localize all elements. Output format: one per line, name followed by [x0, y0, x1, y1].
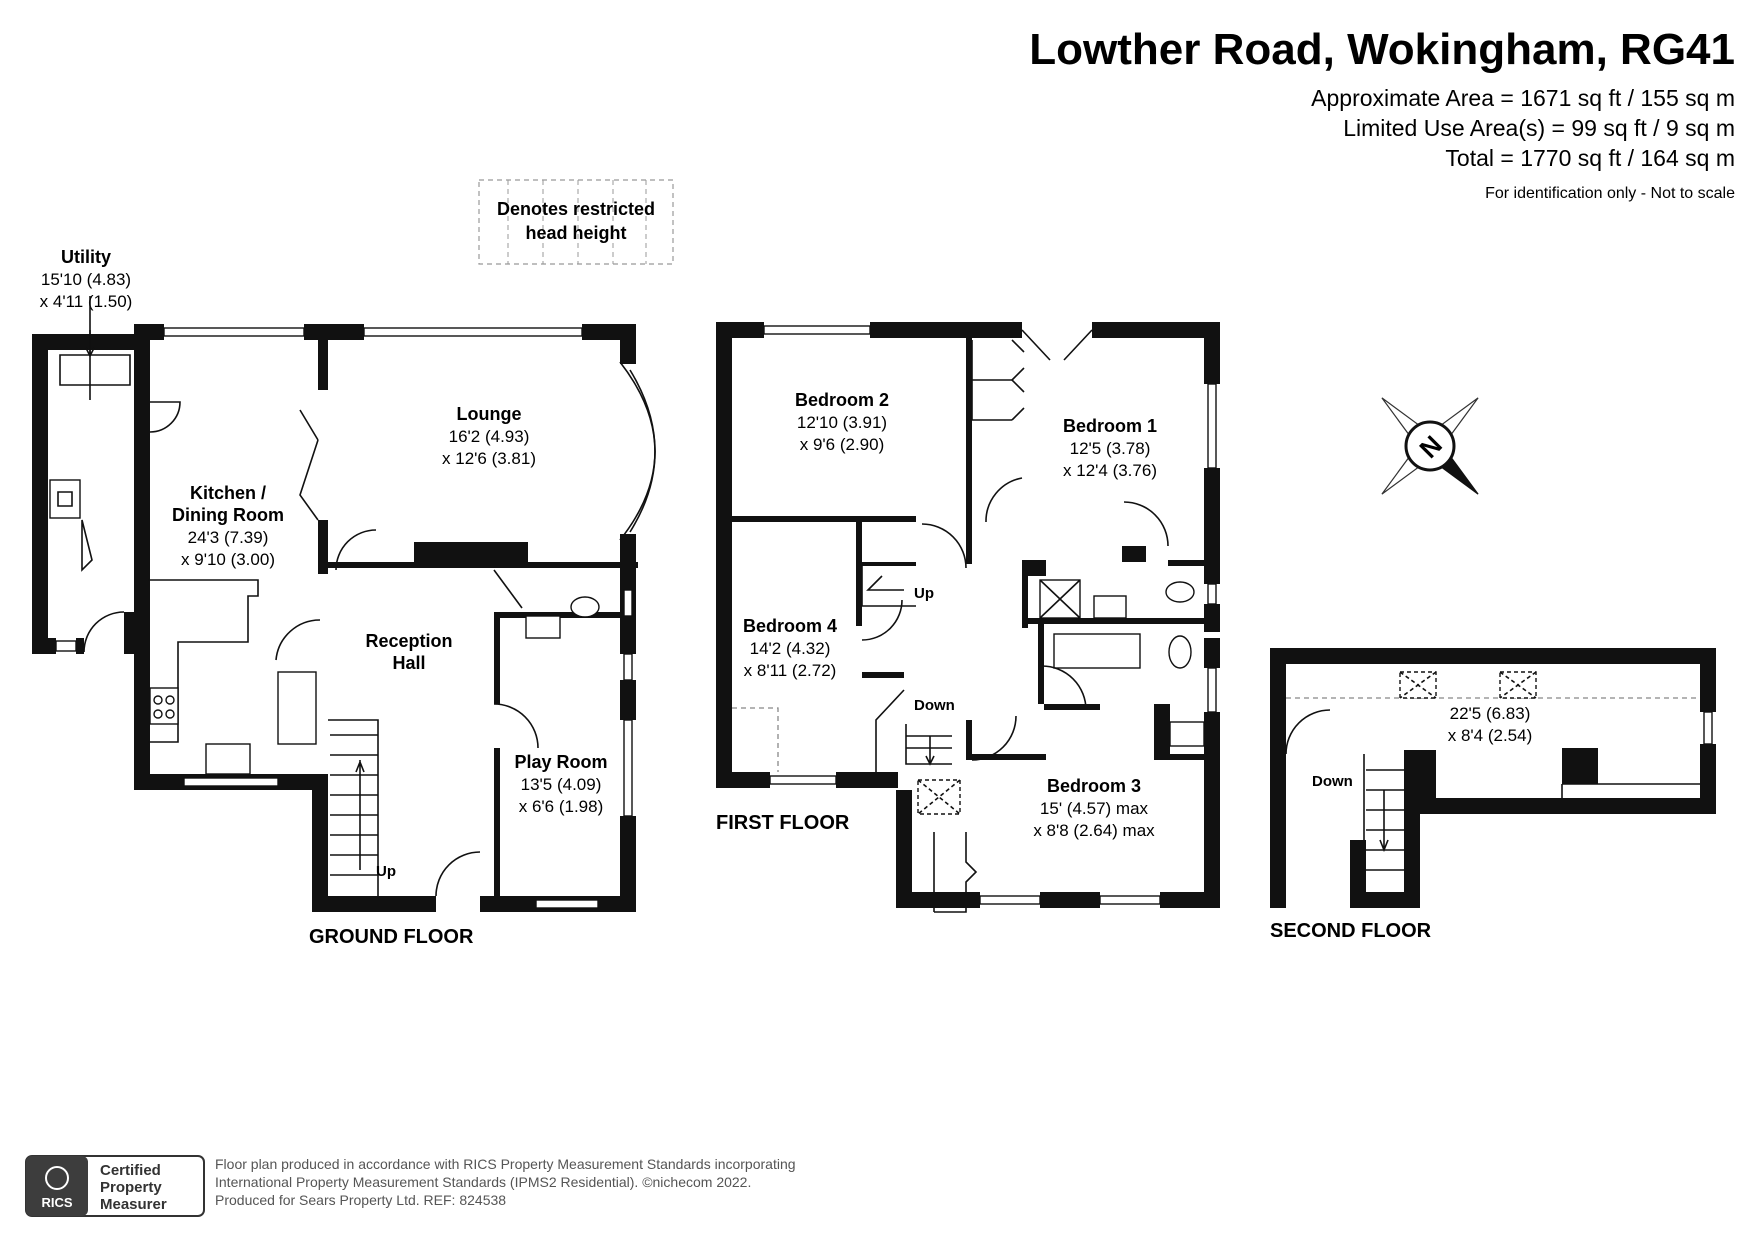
ground-stairs-up: Up [376, 863, 396, 880]
restricted-height-legend: Denotes restricted head height [478, 179, 674, 265]
kitchen-dim2: x 9'10 (3.00) [181, 550, 275, 569]
total-area: Total = 1770 sq ft / 164 sq m [1445, 145, 1735, 171]
kitchen-name-1: Kitchen / [190, 483, 266, 503]
second-floor-plan: 22'5 (6.83) x 8'4 (2.54) Down SECOND FLO… [1270, 648, 1716, 942]
loft-dim2: x 8'4 (2.54) [1448, 726, 1533, 745]
lounge-name: Lounge [457, 404, 522, 424]
kitchen-name-2: Dining Room [172, 505, 284, 525]
badge-line-1: Certified [100, 1162, 161, 1179]
limited-use-area: Limited Use Area(s) = 99 sq ft / 9 sq m [1343, 115, 1735, 141]
property-title: Lowther Road, Wokingham, RG41 [1029, 25, 1735, 74]
utility-dim2: x 4'11 (1.50) [40, 292, 133, 311]
second-stairs-down: Down [1312, 773, 1353, 790]
rics-abbr: RICS [41, 1195, 72, 1210]
reception-name-1: Reception [365, 631, 452, 651]
first-stairs-up: Up [914, 585, 934, 602]
playroom-dim1: 13'5 (4.09) [521, 775, 602, 794]
footer-line-3: Produced for Sears Property Ltd. REF: 82… [215, 1192, 506, 1208]
bedroom1-name: Bedroom 1 [1063, 416, 1157, 436]
second-floor-label: SECOND FLOOR [1270, 920, 1432, 942]
bedroom4-dim1: 14'2 (4.32) [750, 639, 831, 658]
bedroom4-dim2: x 8'11 (2.72) [744, 661, 837, 680]
reception-name-2: Hall [392, 653, 425, 673]
legend-label-line2: head height [525, 223, 626, 243]
ground-floor-plan: Utility 15'10 (4.83) x 4'11 (1.50) Loung… [32, 247, 656, 948]
bedroom2-dim1: 12'10 (3.91) [797, 413, 887, 432]
bedroom4-name: Bedroom 4 [743, 616, 837, 636]
disclaimer: For identification only - Not to scale [1485, 185, 1735, 202]
lounge-dim2: x 12'6 (3.81) [442, 449, 536, 468]
utility-name: Utility [61, 247, 111, 267]
kitchen-dim1: 24'3 (7.39) [188, 528, 269, 547]
loft-dim1: 22'5 (6.83) [1450, 704, 1531, 723]
bedroom1-dim2: x 12'4 (3.76) [1063, 461, 1157, 480]
bedroom3-dim2: x 8'8 (2.64) max [1033, 821, 1155, 840]
bedroom2-name: Bedroom 2 [795, 390, 889, 410]
first-floor-label: FIRST FLOOR [716, 812, 850, 834]
footer-line-1: Floor plan produced in accordance with R… [215, 1156, 796, 1172]
legend-label-line1: Denotes restricted [497, 199, 655, 219]
lounge-dim1: 16'2 (4.93) [449, 427, 530, 446]
utility-dim1: 15'10 (4.83) [41, 270, 131, 289]
bedroom3-dim1: 15' (4.57) max [1040, 799, 1149, 818]
badge-line-3: Measurer [100, 1196, 167, 1213]
playroom-dim2: x 6'6 (1.98) [519, 797, 604, 816]
bedroom2-dim2: x 9'6 (2.90) [800, 435, 885, 454]
ground-floor-label: GROUND FLOOR [309, 926, 474, 948]
first-floor-plan: Bedroom 2 12'10 (3.91) x 9'6 (2.90) Bedr… [716, 322, 1220, 913]
footer-line-2: International Property Measurement Stand… [215, 1174, 751, 1190]
first-stairs-down: Down [914, 697, 955, 714]
badge-line-2: Property [100, 1179, 162, 1196]
compass-icon [1381, 397, 1479, 495]
approximate-area: Approximate Area = 1671 sq ft / 155 sq m [1311, 85, 1735, 111]
bedroom3-name: Bedroom 3 [1047, 776, 1141, 796]
bedroom1-dim1: 12'5 (3.78) [1070, 439, 1151, 458]
playroom-name: Play Room [514, 752, 607, 772]
rics-badge: RICS Certified Property Measurer [25, 1155, 205, 1217]
